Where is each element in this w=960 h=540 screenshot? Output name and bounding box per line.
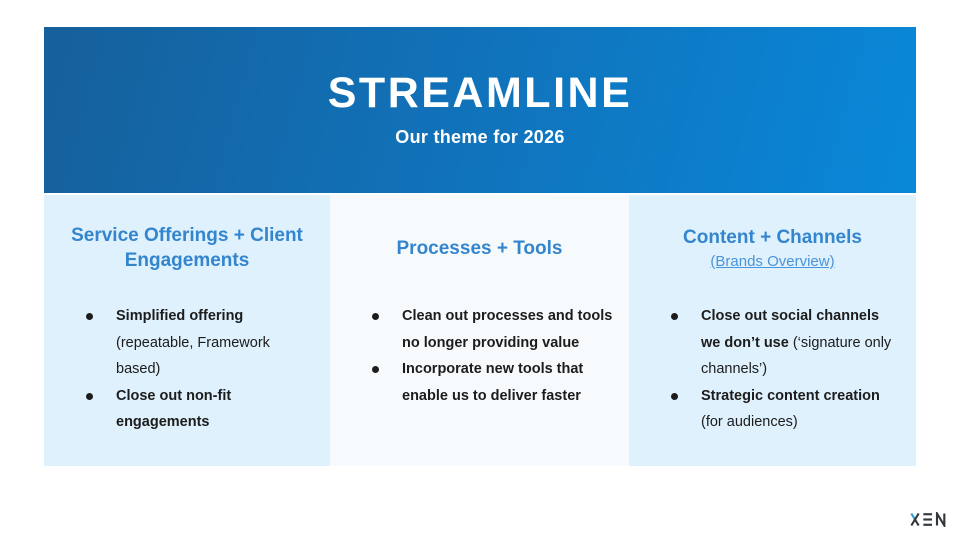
bullet-icon [372,356,402,373]
bullet-text: Incorporate new tools that enable us to … [402,361,584,404]
slide-subtitle: Our theme for 2026 [395,127,565,147]
column-processes-tools: Processes + Tools Clean out processes an… [330,195,629,466]
bullet-icon [86,383,116,400]
list-item: Strategic content creation (for audience… [671,383,900,436]
bullet-list: Close out social channels we don’t use (… [645,303,900,436]
column-heading: Content + Channels (Brands Overview) [645,219,900,279]
bullet-icon [671,303,701,320]
columns-band: Service Offerings + Client Engagements S… [44,195,916,466]
bullet-icon [372,303,402,320]
column-heading: Processes + Tools [346,219,613,279]
list-item: Incorporate new tools that enable us to … [372,356,613,409]
bullet-list: Simplified offering (repeatable, Framewo… [60,303,314,436]
bullet-text: Close out social channels we don’t use (… [701,308,892,377]
list-item: Close out non-fit engagements [86,383,314,436]
bullet-text: Strategic content creation (for audience… [701,387,880,431]
list-item: Close out social channels we don’t use (… [671,303,900,383]
bullet-icon [671,383,701,400]
column-title: Content + Channels [683,227,862,249]
list-item: Clean out processes and tools no longer … [372,303,613,356]
column-service-offerings: Service Offerings + Client Engagements S… [44,195,330,466]
bullet-text: Close out non-fit engagements [116,387,232,431]
bullet-text: Clean out processes and tools no longer … [402,308,613,351]
brands-overview-link[interactable]: (Brands Overview) [710,252,835,270]
bullet-icon [86,303,116,320]
xen-logo-icon [910,509,946,530]
bullet-list: Clean out processes and tools no longer … [346,303,613,409]
list-item: Simplified offering (repeatable, Framewo… [86,303,314,383]
column-content-channels: Content + Channels (Brands Overview) Clo… [629,195,916,466]
column-heading: Service Offerings + Client Engagements [60,219,314,279]
column-title: Service Offerings + Client Engagements [71,225,303,271]
slide-title: STREAMLINE [327,69,633,117]
header-banner: STREAMLINE Our theme for 2026 [44,27,916,193]
column-title: Processes + Tools [396,237,563,259]
xen-logo: XEN [910,509,946,530]
bullet-text: Simplified offering (repeatable, Framewo… [116,308,270,377]
